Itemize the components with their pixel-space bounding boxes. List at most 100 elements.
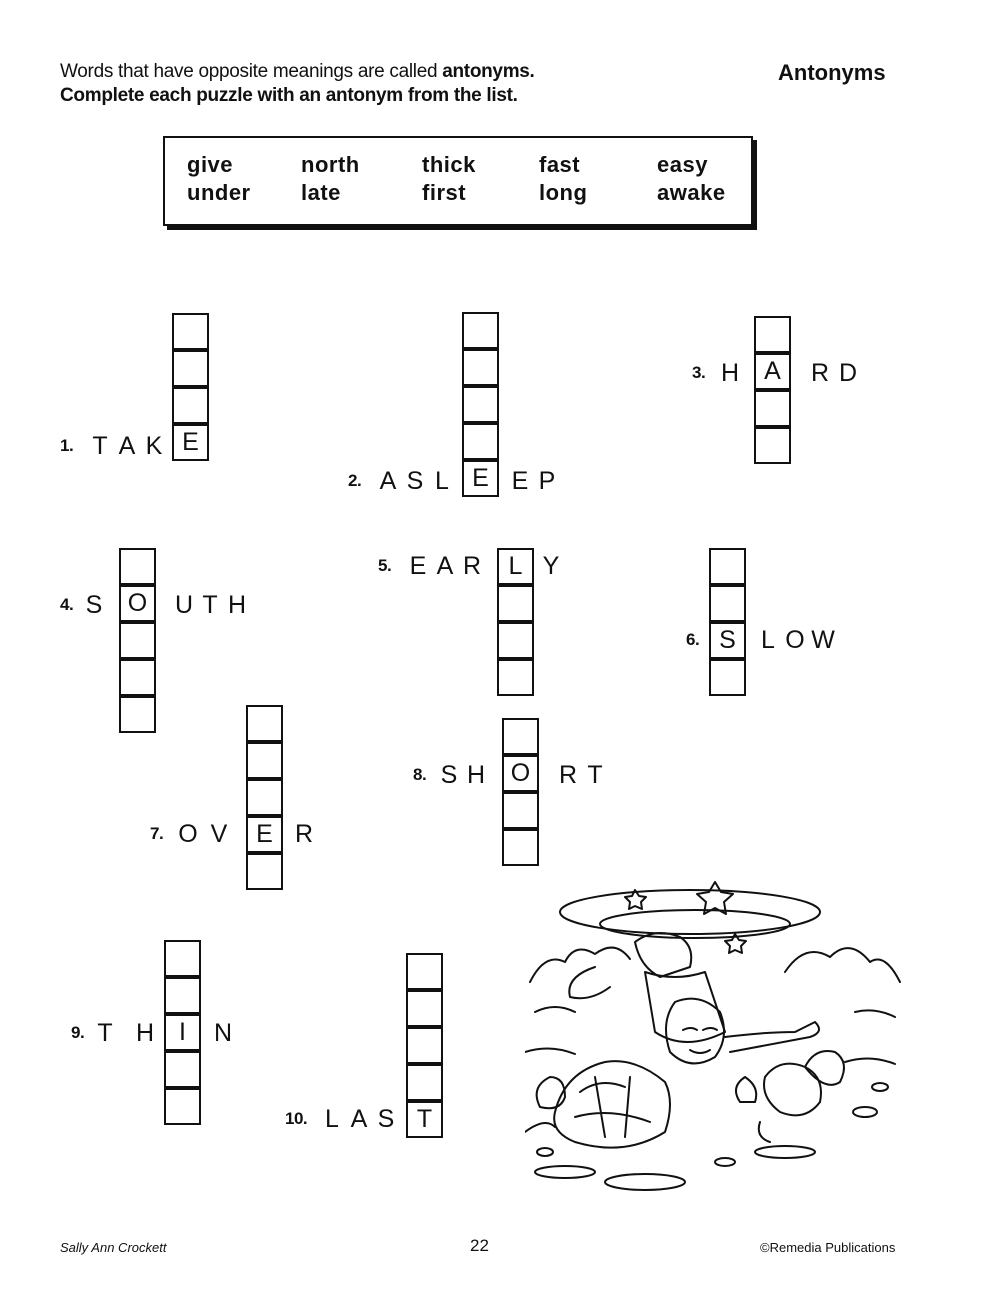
clue-letter: R [462, 552, 482, 580]
given-letter-cell: O [502, 755, 539, 792]
footer-copyright: ©Remedia Publications [760, 1240, 896, 1255]
answer-cell[interactable] [406, 953, 443, 990]
answer-cell[interactable] [502, 792, 539, 829]
instructions-term: antonyms. [442, 61, 535, 82]
clue-letter: R [558, 761, 578, 789]
answer-cell[interactable] [164, 1088, 201, 1125]
puzzle-number: 4. [60, 595, 74, 614]
instructions-line2: Complete each puzzle with an antonym fro… [60, 85, 518, 106]
page-number: 22 [470, 1236, 489, 1255]
answer-cell[interactable] [709, 585, 746, 622]
clue-letter: P [538, 467, 556, 495]
answer-cell[interactable] [406, 1064, 443, 1101]
puzzle-number: 2. [348, 471, 362, 490]
given-letter: S [719, 626, 736, 654]
given-letter: E [256, 820, 273, 848]
given-letter: A [764, 357, 781, 385]
word-list-item: awake [657, 180, 726, 205]
answer-cell[interactable] [164, 977, 201, 1014]
clue-letter: H [720, 359, 740, 387]
answer-cell[interactable] [164, 1051, 201, 1088]
clue-letter: S [377, 1105, 395, 1133]
word-list-item: easy [657, 152, 708, 177]
given-letter-cell: O [119, 585, 156, 622]
answer-cell[interactable] [119, 696, 156, 733]
answer-cell[interactable] [119, 548, 156, 585]
clue-letter: H [227, 591, 247, 619]
puzzle-number: 9. [71, 1023, 85, 1042]
instructions-line1: Words that have opposite meanings are ca… [60, 61, 443, 82]
answer-cell[interactable] [709, 659, 746, 696]
given-letter-cell: I [164, 1014, 201, 1051]
clue-letter: S [440, 761, 458, 789]
clue-letter: W [811, 626, 835, 654]
page-title: Antonyms [778, 60, 886, 85]
answer-cell[interactable] [172, 387, 209, 424]
clue-letter: T [92, 432, 108, 460]
clue-letter: A [118, 432, 136, 460]
clue-letter: E [511, 467, 529, 495]
answer-cell[interactable] [246, 742, 283, 779]
answer-cell[interactable] [754, 316, 791, 353]
given-letter-cell: E [172, 424, 209, 461]
clue-letter: S [406, 467, 424, 495]
answer-cell[interactable] [462, 423, 499, 460]
clue-letter: V [210, 820, 228, 848]
clue-letter: U [174, 591, 194, 619]
clue-letter: H [466, 761, 486, 789]
clue-letter: L [435, 467, 449, 495]
answer-cell[interactable] [462, 349, 499, 386]
answer-cell[interactable] [462, 386, 499, 423]
answer-cell[interactable] [406, 990, 443, 1027]
cartoon-santa-tortoise-hare-icon [525, 881, 901, 1191]
answer-cell[interactable] [462, 312, 499, 349]
given-letter: O [127, 589, 148, 617]
answer-cell[interactable] [119, 659, 156, 696]
clue-letter: L [325, 1105, 339, 1133]
word-list-item: under [187, 180, 251, 205]
answer-cell[interactable] [502, 829, 539, 866]
instructions: Words that have opposite meanings are ca… [60, 60, 535, 108]
answer-cell[interactable] [406, 1027, 443, 1064]
word-list-item: give [187, 152, 234, 177]
answer-cell[interactable] [246, 853, 283, 890]
clue-letter: L [761, 626, 775, 654]
answer-cell[interactable] [497, 622, 534, 659]
answer-cell[interactable] [164, 940, 201, 977]
given-letter: I [179, 1018, 186, 1046]
answer-cell[interactable] [172, 313, 209, 350]
clue-letter: N [213, 1019, 233, 1047]
word-list-item: late [301, 180, 341, 205]
word-list-item: first [422, 180, 467, 205]
given-letter: T [416, 1105, 433, 1133]
given-letter-cell: E [462, 460, 499, 497]
answer-cell[interactable] [497, 659, 534, 696]
clue-letter: T [202, 591, 218, 619]
clue-letter: O [178, 820, 198, 848]
answer-cell[interactable] [497, 585, 534, 622]
answer-cell[interactable] [172, 350, 209, 387]
given-letter-cell: L [497, 548, 534, 585]
clue-letter: T [97, 1019, 113, 1047]
answer-cell[interactable] [119, 622, 156, 659]
word-list-box: give north thick fast easy under late fi… [163, 136, 753, 226]
answer-cell[interactable] [709, 548, 746, 585]
answer-cell[interactable] [754, 390, 791, 427]
clue-letter: T [587, 761, 603, 789]
given-letter: E [472, 464, 489, 492]
answer-cell[interactable] [754, 427, 791, 464]
puzzle-number: 3. [692, 363, 706, 382]
answer-cell[interactable] [502, 718, 539, 755]
clue-letter: E [409, 552, 427, 580]
clue-letter: S [85, 591, 103, 619]
word-list-item: north [301, 152, 360, 177]
puzzle-number: 6. [686, 630, 700, 649]
word-list-item: long [539, 180, 588, 205]
clue-letter: D [838, 359, 858, 387]
clue-letter: A [350, 1105, 368, 1133]
footer-author: Sally Ann Crockett [60, 1240, 167, 1255]
answer-cell[interactable] [246, 705, 283, 742]
word-list-item: fast [539, 152, 581, 177]
answer-cell[interactable] [246, 779, 283, 816]
clue-letter: H [135, 1019, 155, 1047]
